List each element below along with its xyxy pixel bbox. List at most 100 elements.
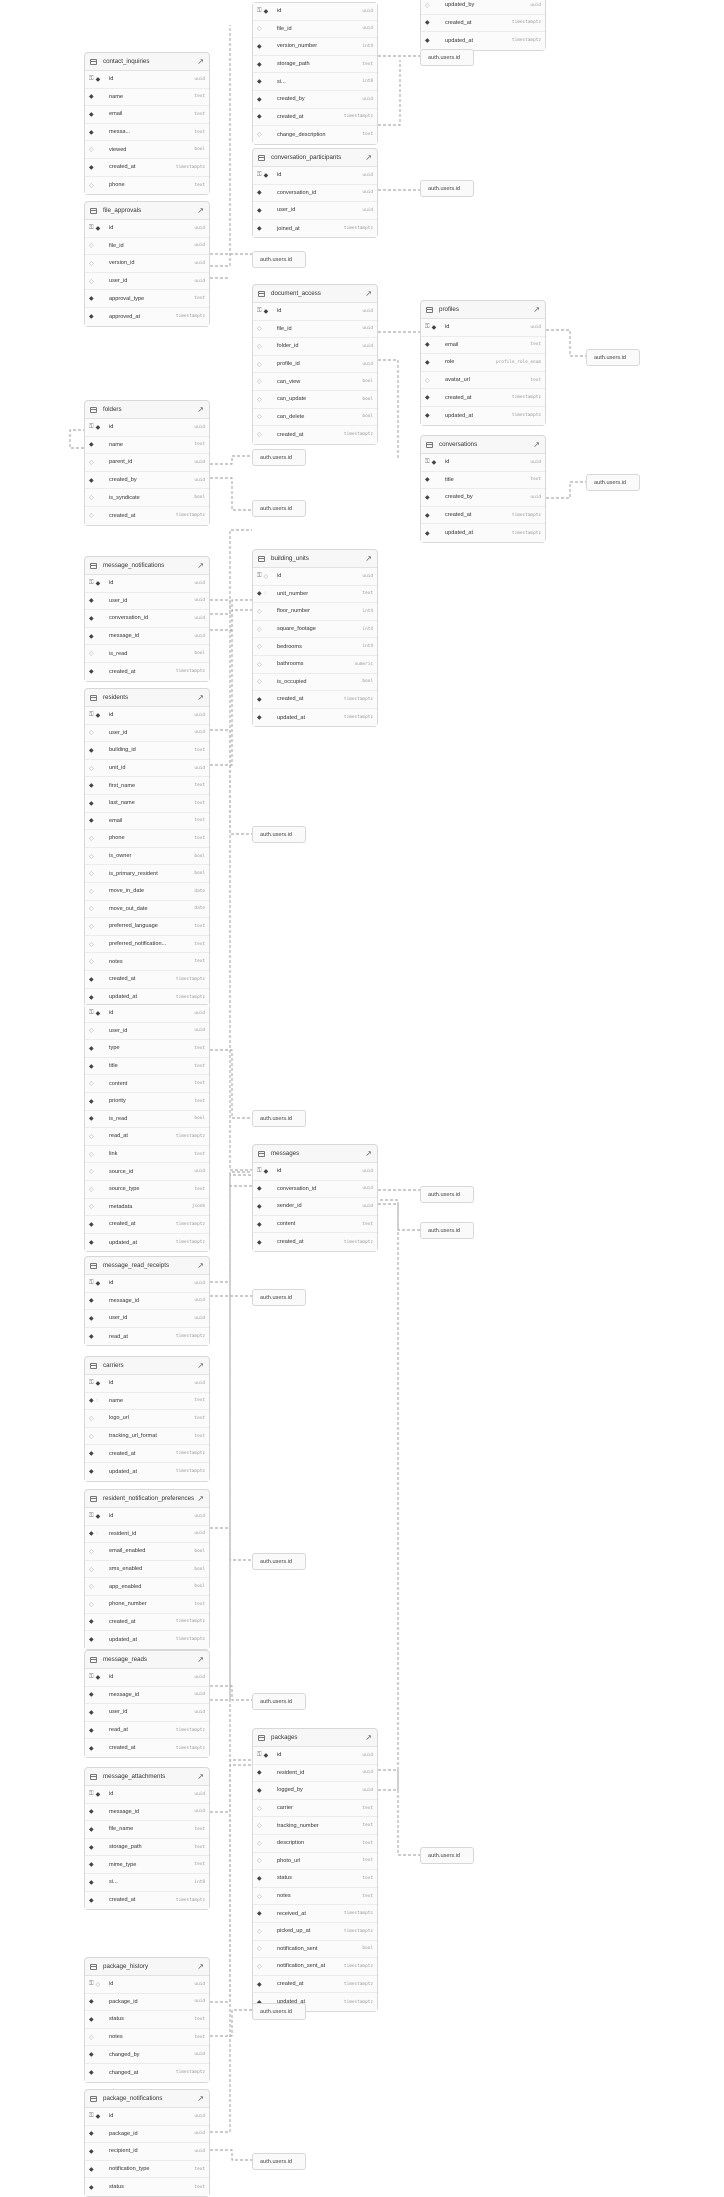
external-table-auth-users[interactable]: auth.users.id [420,1186,474,1203]
external-link-icon[interactable]: ↗ [365,553,372,563]
external-table-auth-users[interactable]: auth.users.id [252,251,306,268]
external-link-icon[interactable]: ↗ [197,1654,204,1664]
column-row[interactable]: ◆messa...text [85,123,209,142]
external-table-auth-users[interactable]: auth.users.id [420,1847,474,1864]
external-link-icon[interactable]: ↗ [365,152,372,162]
external-table-auth-users[interactable]: auth.users.id [586,349,640,366]
external-link-icon[interactable]: ↗ [197,1360,204,1370]
external-link-icon[interactable]: ↗ [197,1961,204,1971]
external-table-auth-users[interactable]: auth.users.id [252,1553,306,1570]
external-link-icon[interactable]: ↗ [365,1732,372,1742]
column-row[interactable]: ◇preferred_notification...text [85,935,209,954]
external-table-auth-users[interactable]: auth.users.id [420,1222,474,1239]
external-link-icon[interactable]: ↗ [197,205,204,215]
